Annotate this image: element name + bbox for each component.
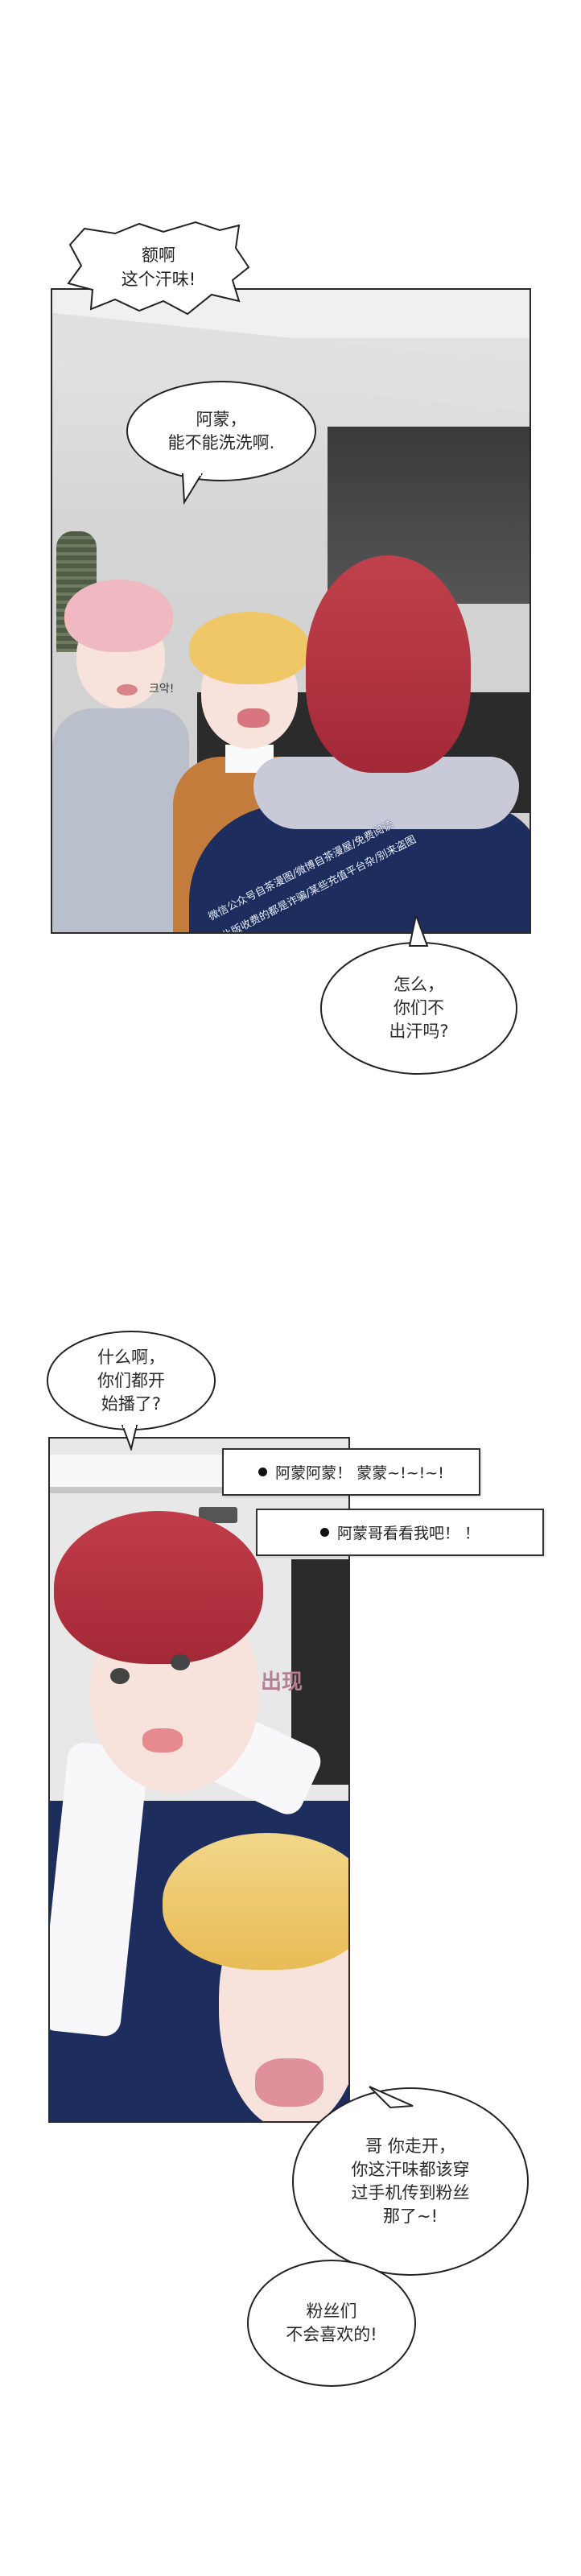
bubble-text-line: 怎么， — [394, 975, 444, 994]
sfx-appear: 出现 — [261, 1670, 303, 1695]
character-pink-hair — [64, 580, 173, 652]
character-red-eye-left — [110, 1668, 130, 1684]
character-red-hair — [54, 1511, 263, 1664]
bubble-tail — [181, 473, 204, 506]
comic-panel-1: 크악! 微信公众号自茶漫图/微博自茶漫屋/免费阅读 拿此版收费的都是诈骗/某些充… — [51, 288, 531, 934]
bubble-text-line: 阿蒙， — [196, 409, 247, 429]
bubble-text-line: 你这汗味都该穿 — [351, 2160, 470, 2179]
bubble-tail — [369, 2086, 414, 2109]
bullet-dot-icon — [258, 1468, 268, 1476]
character-pink-body — [52, 708, 189, 932]
character-red-hair — [306, 555, 471, 773]
bubble-text-line: 你们都开 — [97, 1370, 165, 1390]
speech-bubble-streaming: 什么啊， 你们都开 始播了? — [47, 1331, 216, 1430]
character-pink-mouth — [117, 684, 138, 696]
wall-clock — [199, 1507, 237, 1523]
shout-line-2: 这个汗味! — [121, 270, 196, 289]
caption-text: 阿蒙哥看看我吧！ ！ — [336, 1525, 480, 1542]
speech-bubble-wash: 阿蒙， 能不能洗洗啊. — [126, 381, 316, 481]
bubble-text-line: 什么啊， — [97, 1347, 165, 1367]
bubble-text-line: 粉丝们 — [306, 2301, 357, 2321]
character-blond-mouth — [255, 2058, 323, 2107]
character-blond-hair — [189, 612, 310, 684]
bubble-text-line: 那了~! — [382, 2207, 438, 2226]
bullet-dot-icon — [319, 1528, 329, 1537]
speech-bubble-sweat: 怎么， 你们不 出汗吗? — [320, 942, 517, 1075]
bubble-text-line: 始播了? — [101, 1393, 162, 1414]
bubble-text-line: 哥 你走开， — [365, 2136, 455, 2156]
character-red-eye-right — [171, 1654, 190, 1670]
bubble-text-line: 你们不 — [394, 998, 444, 1018]
character-blond-hair — [163, 1833, 348, 1970]
chat-caption-1: 阿蒙阿蒙！ 蒙蒙~!~!~! — [222, 1448, 480, 1496]
bubble-text-line: 出汗吗? — [389, 1022, 449, 1041]
caption-text: 阿蒙阿蒙！ 蒙蒙~!~!~! — [275, 1464, 444, 1482]
bubble-tail — [121, 1425, 138, 1451]
character-blond-mouth — [237, 708, 270, 728]
speech-bubble-go-away: 哥 你走开， 你这汗味都该穿 过手机传到粉丝 那了~! — [292, 2087, 529, 2276]
shout-line-1: 额啊 — [142, 246, 175, 265]
sfx-korean: 크악! — [149, 683, 175, 696]
character-red-mouth — [142, 1728, 183, 1752]
bubble-text-line: 能不能洗洗啊. — [167, 432, 275, 452]
shout-bubble: 额啊 这个汗味! — [67, 221, 250, 319]
bubble-tail — [408, 915, 429, 947]
bubble-text-line: 过手机传到粉丝 — [351, 2183, 470, 2202]
speech-bubble-fans: 粉丝们 不会喜欢的! — [247, 2260, 416, 2387]
bubble-text-line: 不会喜欢的! — [286, 2325, 377, 2344]
chat-caption-2: 阿蒙哥看看我吧！ ！ — [256, 1509, 544, 1556]
